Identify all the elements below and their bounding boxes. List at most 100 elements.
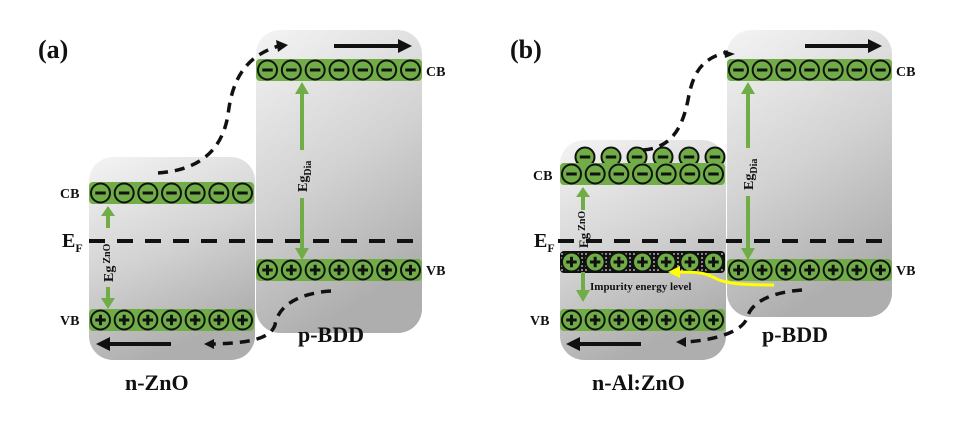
panel-a: (a) EF CB VB CB VB EgZnO [38,30,445,395]
hole-icon [822,259,844,281]
electron-icon [376,59,398,81]
eg-dia-label-b: EgDia [742,159,760,190]
electron-icon [90,182,111,204]
electron-drift-arrowhead-a [398,39,412,53]
p-bdd-box-b [727,30,892,317]
vb-label-p-b: VB [896,264,915,279]
electron-icon [678,146,700,168]
hole-icon [870,259,891,281]
electron-icon [328,59,350,81]
electron-icon [208,182,230,204]
hole-icon [632,251,653,273]
material-n-zno-label: n-ZnO [125,370,189,395]
hole-icon [232,309,253,331]
eg-zno-arrow-b [576,187,590,302]
hole-icon [90,309,111,331]
hole-icon [352,259,374,281]
cb-label-p-a: CB [426,65,445,80]
fermi-label-b: EF [534,230,555,255]
n-al-zno-cb-band [560,163,725,185]
electron-icon [799,59,820,81]
n-zno-cb-band [89,182,254,204]
electron-icon [632,163,653,185]
hole-drift-arrowhead-b [566,337,580,351]
hole-icon [184,309,206,331]
electron-icon [775,59,797,81]
impurity-band [560,251,725,273]
panel-label-a: (a) [38,35,68,64]
hole-icon [208,309,230,331]
eg-zno-arrow-a [101,206,115,309]
hole-icon [161,309,182,331]
hole-icon [584,309,606,331]
cb-label-n-b: CB [533,169,552,184]
material-p-bdd-label-a: p-BDD [298,322,364,347]
electron-icon [232,182,253,204]
electron-icon [352,59,374,81]
n-al-zno-box [560,140,726,360]
electron-icon [679,163,701,185]
hole-icon [304,259,326,281]
electron-icon [608,163,630,185]
hole-icon [632,309,653,331]
hole-icon [376,259,398,281]
hole-icon [584,251,606,273]
electron-icon [184,182,206,204]
fermi-label-a: EF [62,230,83,255]
hole-icon [608,309,630,331]
impurity-transfer-arrow [677,270,775,287]
hole-icon [751,259,773,281]
material-n-al-zno-label: n-Al:ZnO [592,370,685,395]
hole-icon [679,251,701,273]
hole-path-arrowhead-b [676,337,686,347]
hole-icon [280,259,302,281]
hole-icon [728,259,749,281]
electron-drift-arrowhead-b [868,39,882,53]
electron-icon [137,182,159,204]
electron-path-arrowhead-b [724,50,735,58]
panel-b: (b) EF CB VB CB VB EgZnO EgDia [510,30,915,395]
hole-path-arrowhead-a [204,339,214,349]
hole-icon [679,309,701,331]
hole-icon [775,259,797,281]
p-bdd-box-a [256,30,422,333]
hole-icon [703,251,724,273]
electron-icon [751,59,773,81]
electron-icon [655,163,677,185]
hole-icon [137,309,159,331]
electron-icon [280,59,302,81]
hole-icon [846,259,868,281]
electron-icon [584,163,606,185]
n-al-zno-vb-band [560,309,725,331]
electron-icon [728,59,749,81]
electron-icon [846,59,868,81]
electron-icon [561,163,582,185]
hole-icon [561,251,582,273]
electron-icon [704,146,726,168]
panel-label-b: (b) [510,35,542,64]
hole-icon [257,259,278,281]
cb-label-p-b: CB [896,65,915,80]
hole-icon [561,309,582,331]
eg-zno-label-b: EgZnO [576,211,591,248]
electron-transfer-path-b [642,50,729,152]
impurity-label: Impurity energy level [590,281,691,293]
electron-icon [703,163,724,185]
electron-icon [113,182,135,204]
electron-icon [161,182,182,204]
hole-icon [655,309,677,331]
electron-icon [870,59,891,81]
eg-zno-label-a: EgZnO [102,243,117,282]
vb-label-p-a: VB [426,264,445,279]
hole-drift-arrowhead-a [96,337,110,351]
p-bdd-vb-band-a [256,259,422,281]
hole-icon [799,259,820,281]
hole-transfer-path-b [685,288,803,344]
electron-icon [257,59,278,81]
eg-dia-arrow-b [741,82,755,260]
hole-icon [328,259,350,281]
electron-icon [822,59,844,81]
hole-icon [608,251,630,273]
electron-path-arrowhead-a [276,40,288,52]
n-zno-vb-band [89,309,254,331]
